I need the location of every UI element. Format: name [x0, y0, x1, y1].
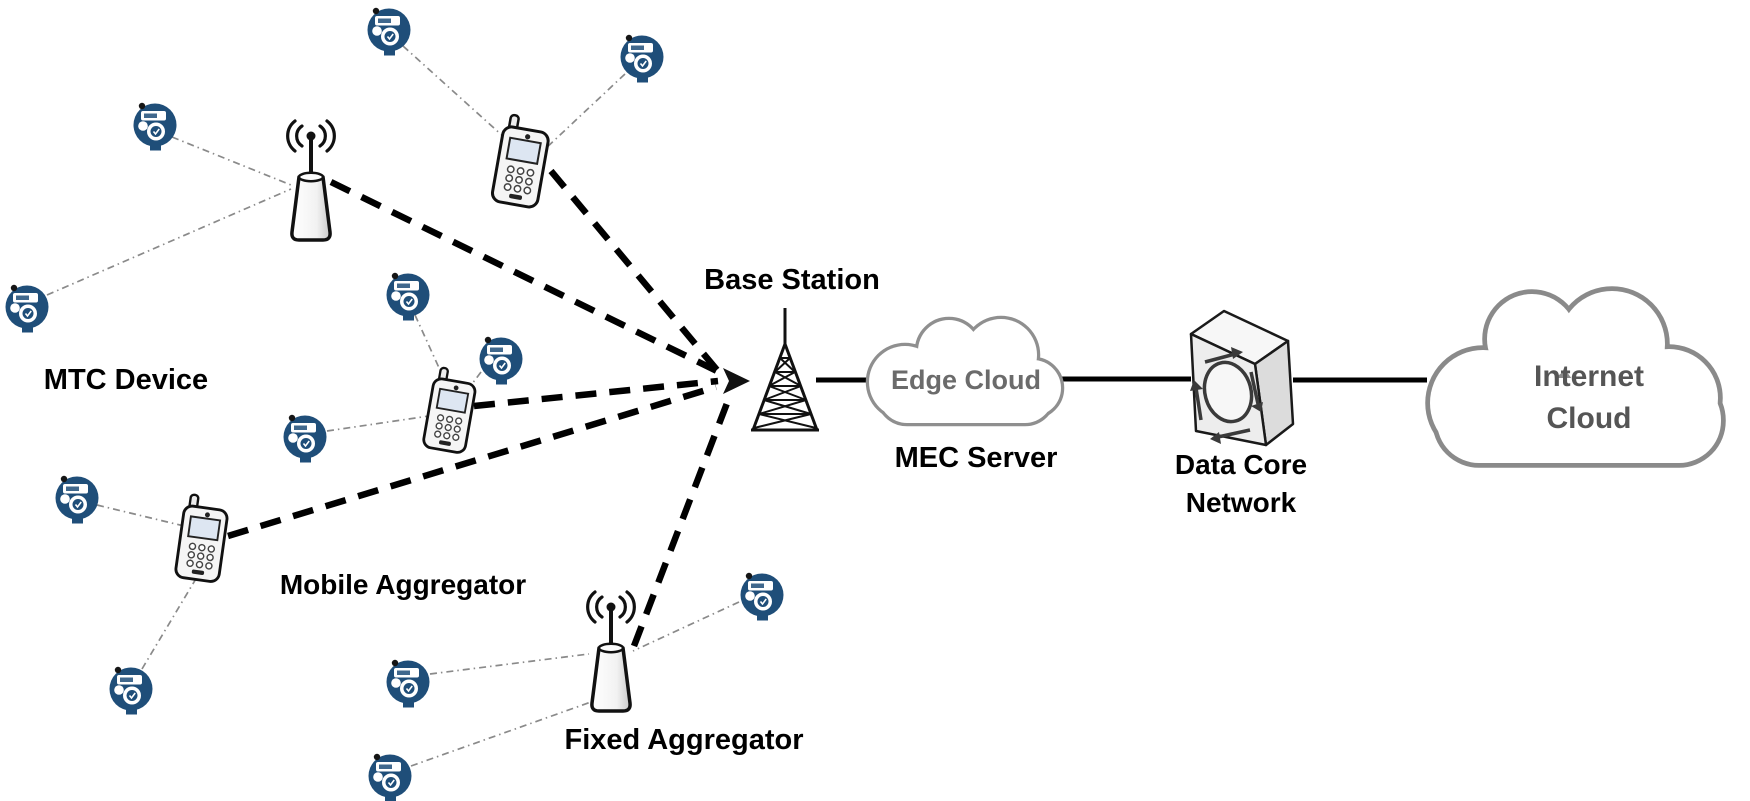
data-core-label-line2: Network: [1186, 487, 1297, 518]
mtc-link: [414, 314, 441, 371]
mobile-aggregator-phone-icon: [173, 492, 232, 584]
fixed-aggregator-antenna-icon: [285, 119, 337, 242]
mtc-device-label: MTC Device: [44, 364, 208, 396]
mtc-link: [429, 653, 590, 675]
mtc-device-icon: [132, 102, 178, 152]
mobile-aggregator-label: Mobile Aggregator: [280, 569, 526, 600]
data-core-label-line1: Data Core: [1175, 449, 1307, 480]
mtc-device-icon: [366, 6, 412, 57]
fixed-aggregator-antenna-icon: [585, 590, 637, 713]
mtc-device-icon: [478, 335, 524, 386]
mtc-device-icon: [4, 283, 50, 334]
aggregator-to-basestation-link: [630, 396, 733, 648]
mtc-device-icon: [108, 665, 154, 716]
mobile-aggregator-phone-icon: [421, 365, 480, 456]
aggregator-to-basestation-links: [227, 168, 750, 648]
mtc-link: [46, 188, 292, 296]
internet-cloud-label-line2: Cloud: [1547, 402, 1632, 435]
data-core-switch-icon: [1189, 309, 1295, 447]
mtc-link: [141, 576, 198, 670]
aggregator-to-basestation-link: [473, 377, 719, 410]
mtc-link: [96, 504, 185, 527]
base-station-tower-icon: [751, 308, 819, 432]
base-station-label: Base Station: [704, 264, 880, 296]
mtc-link: [171, 136, 292, 186]
mtc-device-icon: [367, 752, 413, 801]
edge-cloud-icon: Edge Cloud: [865, 315, 1065, 427]
internet-cloud-label-line1: Internet: [1534, 360, 1644, 393]
mtc-link: [543, 73, 626, 151]
mtc-device-icon: [619, 33, 665, 84]
mtc-device-icon: [739, 571, 785, 622]
mtc-link: [632, 601, 740, 652]
backhaul-links: [816, 376, 1427, 383]
mtc-link: [326, 415, 430, 432]
internet-cloud-icon: Internet Cloud: [1425, 286, 1726, 468]
mtc-device-icon: [385, 271, 431, 322]
aggregator-to-basestation-link: [227, 383, 717, 540]
mobile-aggregator-phone-icon: [489, 112, 554, 210]
arrowhead-icon: [723, 368, 750, 394]
mtc-device-icon: [282, 413, 328, 464]
aggregator-to-basestation-link: [329, 179, 721, 375]
mtc-device-icon: [385, 658, 431, 709]
mec-server-label: MEC Server: [895, 442, 1058, 474]
mtc-link: [402, 45, 506, 139]
aggregator-to-basestation-link: [548, 168, 725, 379]
edge-cloud-label: Edge Cloud: [891, 365, 1041, 395]
mtc-to-aggregator-links: [46, 45, 740, 767]
fixed-aggregator-label: Fixed Aggregator: [564, 724, 803, 756]
mtc-device-icon: [54, 474, 100, 525]
